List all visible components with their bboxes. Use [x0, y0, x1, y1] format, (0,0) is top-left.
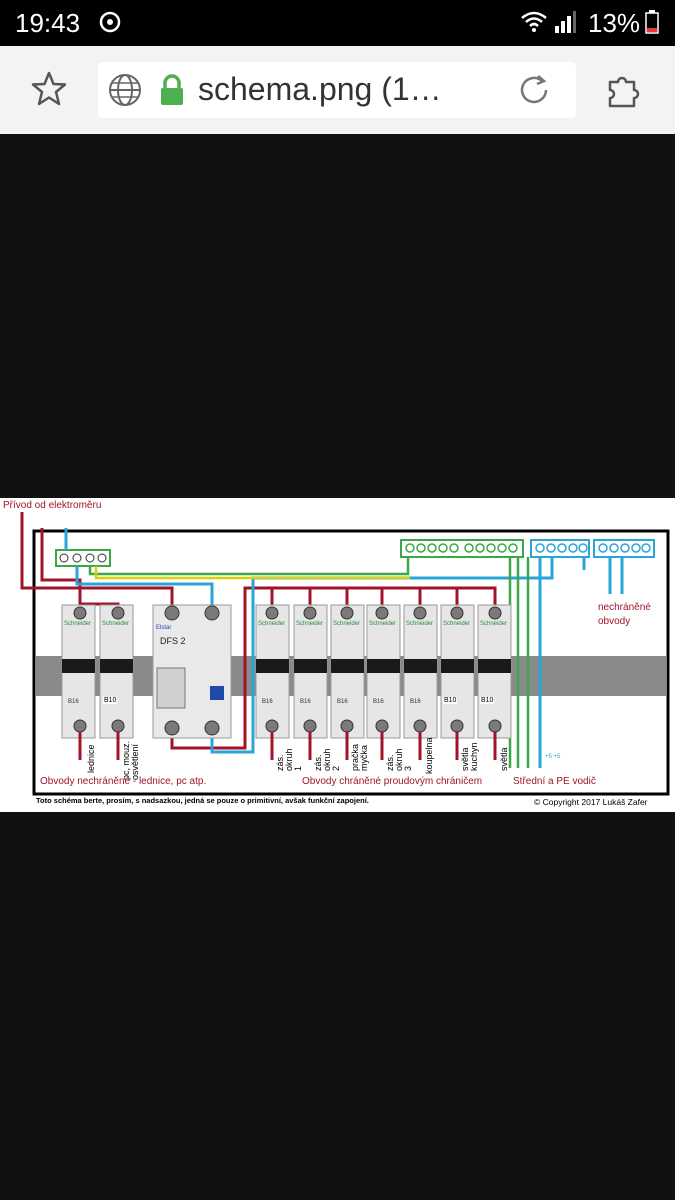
unprotected-left-label: Obvody nechráněné - lednice, pc atp. — [40, 776, 207, 787]
rcd-brand-label: Elstar — [156, 625, 172, 631]
brand-label: Schneider — [102, 621, 130, 627]
brand-label: Schneider — [480, 621, 508, 627]
brand-label: Schneider — [296, 621, 324, 627]
rcd-device — [152, 604, 232, 739]
rating-label: B10 — [103, 697, 118, 704]
schema-image: Schneider Schneider Schneider Schneider … — [0, 498, 675, 812]
circuit-label: světla kuchyn — [460, 742, 479, 771]
footer-note: Toto schéma berte, prosím, s nadsazkou, … — [36, 796, 369, 805]
brand-label: Schneider — [369, 621, 397, 627]
copyright: © Copyright 2017 Lukáš Zafer — [534, 797, 648, 807]
neutral-pe-label: Střední a PE vodič — [513, 776, 596, 787]
wifi-icon — [521, 11, 547, 32]
breaker-protected-row — [255, 604, 512, 739]
rcd-model-label: DFS 2 — [160, 636, 186, 646]
globe-icon — [109, 74, 141, 106]
brand-label: Schneider — [333, 621, 361, 627]
browser-toolbar: schema.png (1… — [0, 46, 675, 134]
rating-label: B16 — [262, 699, 273, 705]
url-bar[interactable]: schema.png (1… — [98, 62, 576, 118]
battery-percent: 13% — [588, 8, 641, 38]
brand-label: Schneider — [443, 621, 471, 627]
rating-label: B10 — [443, 697, 458, 704]
signal-icon — [555, 11, 576, 33]
status-time: 19:43 — [15, 8, 81, 38]
rating-label: B16 — [68, 699, 79, 705]
circuit-label: pc, mouz. osvětlení — [121, 740, 140, 780]
protected-label: Obvody chráněné proudovým chráničem — [302, 776, 483, 787]
small-marks: +5 +5 — [545, 754, 561, 760]
unprotected-right-label: nechráněné obvody — [598, 602, 651, 627]
rating-label: B16 — [410, 699, 421, 705]
rating-label: B16 — [337, 699, 348, 705]
brand-label: Schneider — [406, 621, 434, 627]
sync-icon — [99, 11, 121, 33]
lock-icon — [161, 74, 183, 105]
bookmark-star-icon[interactable] — [30, 70, 68, 108]
status-bar: 19:43 13% — [0, 0, 675, 46]
supply-terminal — [55, 549, 111, 567]
rating-label: B16 — [300, 699, 311, 705]
circuit-label: lednice — [86, 744, 96, 773]
url-text[interactable]: schema.png (1… — [198, 71, 442, 107]
extensions-puzzle-icon[interactable] — [604, 70, 644, 110]
brand-label: Schneider — [64, 621, 92, 627]
breaker-unprotected-2 — [99, 604, 134, 739]
rating-label: B10 — [480, 697, 495, 704]
supply-label: Přívod od elektroměru — [3, 500, 102, 511]
circuit-label: zás. okruh 3 — [385, 748, 413, 771]
brand-label: Schneider — [258, 621, 286, 627]
battery-icon — [645, 10, 659, 34]
circuit-label: světla — [499, 747, 509, 771]
circuit-label: zás. okruh 1 — [275, 748, 303, 771]
rating-label: B16 — [373, 699, 384, 705]
wiring-diagram — [20, 512, 670, 796]
circuit-label: pračka myčka — [350, 743, 369, 771]
reload-icon[interactable] — [516, 72, 552, 108]
circuit-label: zás. okruh 2 — [313, 748, 341, 771]
circuit-label: koupelna — [424, 737, 434, 774]
